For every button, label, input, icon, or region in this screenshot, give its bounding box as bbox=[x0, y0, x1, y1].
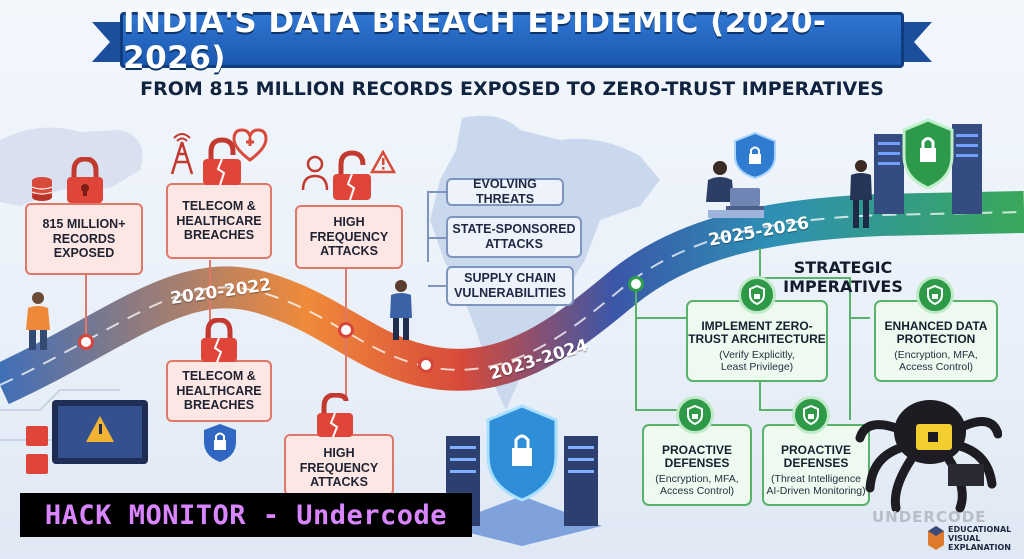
worried-person-icon bbox=[390, 280, 412, 340]
imperative-detail: Least Privilege) bbox=[720, 361, 794, 373]
imperative-box-proactive-2: PROACTIVE DEFENSES (Threat Intelligence … bbox=[762, 424, 870, 506]
breach-line: 815 MILLION+ bbox=[42, 217, 126, 232]
hack-monitor-watermark: HACK MONITOR - Undercode bbox=[20, 493, 472, 537]
strategic-imperatives-heading: STRATEGIC IMPERATIVES bbox=[768, 258, 918, 296]
breach-line: FREQUENCY bbox=[299, 460, 379, 475]
imperative-detail: (Encryption, MFA, bbox=[894, 349, 978, 361]
padlock-broken-icon bbox=[203, 137, 241, 186]
breach-line: BREACHES bbox=[183, 398, 255, 413]
imperative-heading: PROACTIVE bbox=[780, 443, 851, 457]
breach-line: BREACHES bbox=[183, 228, 255, 243]
timeline-dot-attacks bbox=[338, 322, 354, 338]
undercode-logo-text: UNDERCODE bbox=[872, 508, 987, 526]
threat-box-state-sponsored: STATE-SPONSORED ATTACKS bbox=[446, 216, 582, 258]
imperative-detail: AI-Driven Monitoring) bbox=[766, 485, 866, 497]
breach-box-telecom-bottom: TELECOM & HEALTHCARE BREACHES bbox=[166, 360, 272, 422]
watermark-text: HACK MONITOR - Undercode bbox=[44, 499, 448, 531]
breach-box-records: 815 MILLION+ RECORDS EXPOSED bbox=[25, 203, 143, 275]
cube-logo-icon bbox=[928, 526, 944, 550]
warning-icon bbox=[370, 150, 396, 174]
shield-lock-icon bbox=[916, 276, 954, 314]
badge-line: EDUCATIONAL bbox=[948, 525, 1012, 534]
threat-box-supply-chain: SUPPLY CHAIN VULNERABILITIES bbox=[446, 266, 574, 306]
imperative-detail: (Verify Explicitly, bbox=[719, 349, 795, 361]
strategic-line: STRATEGIC bbox=[793, 258, 893, 277]
imperative-heading: TRUST ARCHITECTURE bbox=[688, 332, 826, 346]
timeline-dot-2023 bbox=[418, 357, 434, 373]
page-subtitle: FROM 815 MILLION RECORDS EXPOSED TO ZERO… bbox=[140, 78, 884, 100]
badge-line: VISUAL bbox=[948, 534, 981, 543]
imperative-detail: (Threat Intelligence bbox=[771, 473, 861, 485]
breach-line: HIGH bbox=[323, 446, 355, 460]
badge-line: EXPLANATION bbox=[948, 543, 1011, 552]
breach-line: FREQUENCY bbox=[309, 229, 389, 244]
breach-box-frequency-bottom: HIGH FREQUENCY ATTACKS bbox=[284, 434, 394, 496]
imperative-heading: DEFENSES bbox=[783, 456, 849, 470]
breach-line: TELECOM & bbox=[182, 369, 256, 384]
breach-line: HIGH bbox=[333, 215, 365, 230]
imperative-heading: ENHANCED DATA bbox=[884, 319, 988, 333]
padlock-broken-icon bbox=[333, 150, 371, 201]
imperative-heading: DEFENSES bbox=[664, 456, 730, 470]
threat-line: STATE-SPONSORED bbox=[452, 222, 576, 236]
user-gear-icon bbox=[301, 155, 329, 191]
breach-line: ATTACKS bbox=[320, 244, 378, 259]
threat-line: SUPPLY CHAIN bbox=[464, 271, 556, 285]
stressed-person-icon bbox=[26, 292, 50, 350]
shield-lock-icon bbox=[738, 276, 776, 314]
server-icon bbox=[442, 404, 602, 546]
shield-lock-icon bbox=[792, 396, 830, 434]
shield-lock-icon bbox=[734, 131, 776, 180]
imperative-box-proactive-1: PROACTIVE DEFENSES (Encryption, MFA, Acc… bbox=[642, 424, 752, 506]
threat-line: VULNERABILITIES bbox=[454, 286, 566, 300]
cell-tower-icon bbox=[170, 133, 194, 175]
imperative-detail: (Encryption, MFA, bbox=[655, 473, 739, 485]
server-icon bbox=[874, 118, 982, 214]
imperative-heading: IMPLEMENT ZERO- bbox=[701, 319, 813, 333]
imperative-detail: Access Control) bbox=[898, 361, 974, 373]
padlock-broken-icon bbox=[67, 157, 103, 203]
shield-lock-icon bbox=[676, 396, 714, 434]
breach-line: HEALTHCARE bbox=[176, 213, 262, 228]
octopus-hacker-icon bbox=[855, 400, 1002, 513]
breach-box-telecom-top: TELECOM & HEALTHCARE BREACHES bbox=[166, 183, 272, 259]
educational-badge: EDUCATIONAL VISUAL EXPLANATION bbox=[948, 525, 1011, 552]
heart-icon bbox=[232, 128, 268, 162]
breach-line: ATTACKS bbox=[310, 475, 368, 489]
imperative-heading: PROACTIVE bbox=[661, 443, 732, 457]
title-ribbon: INDIA'S DATA BREACH EPIDEMIC (2020-2026) bbox=[120, 4, 904, 76]
timeline-dot-2020 bbox=[78, 334, 94, 350]
threat-line: EVOLVING THREATS bbox=[473, 177, 537, 206]
shield-lock-icon bbox=[204, 424, 236, 462]
breach-line: RECORDS bbox=[52, 231, 116, 246]
padlock-broken-icon bbox=[201, 318, 237, 363]
timeline-dot-2025 bbox=[628, 276, 644, 292]
breach-line: EXPOSED bbox=[53, 246, 115, 261]
imperative-detail: Access Control) bbox=[659, 485, 735, 497]
breach-line: HEALTHCARE bbox=[176, 383, 262, 398]
breach-line: TELECOM & bbox=[182, 199, 256, 214]
threat-line: ATTACKS bbox=[485, 237, 543, 251]
imperative-heading: PROTECTION bbox=[896, 332, 976, 346]
imperative-box-zero-trust: IMPLEMENT ZERO- TRUST ARCHITECTURE (Veri… bbox=[686, 300, 828, 382]
database-icon bbox=[31, 177, 53, 201]
page-title: INDIA'S DATA BREACH EPIDEMIC (2020-2026) bbox=[123, 4, 827, 76]
hacker-monitor-icon bbox=[26, 400, 148, 474]
padlock-broken-icon bbox=[317, 393, 353, 438]
breach-box-frequency-top: HIGH FREQUENCY ATTACKS bbox=[295, 205, 403, 269]
laptop-worker-icon bbox=[706, 161, 764, 218]
admin-person-icon bbox=[850, 160, 872, 228]
threat-box-evolving: EVOLVING THREATS bbox=[446, 177, 564, 206]
strategic-line: IMPERATIVES bbox=[783, 277, 903, 296]
